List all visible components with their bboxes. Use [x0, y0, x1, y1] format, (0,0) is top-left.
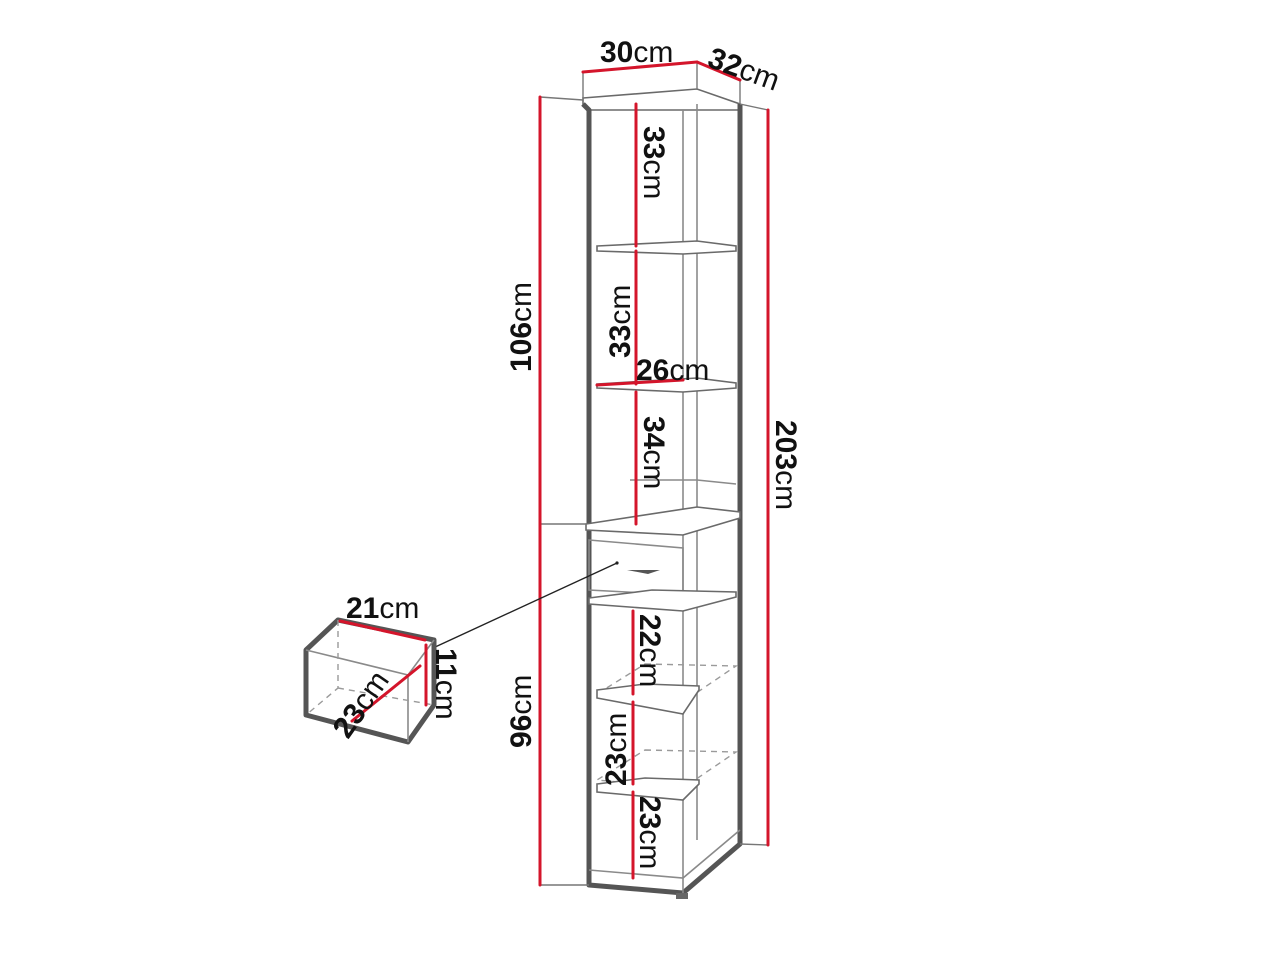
label-top-width: 30cm [600, 36, 673, 69]
lower-shelf-1 [588, 589, 737, 612]
upper-back-line [696, 479, 737, 485]
dim-line-shelf-depth [595, 378, 685, 387]
mid-divider [585, 506, 741, 536]
cabinet-top-cap [582, 88, 741, 111]
label-drawer-depth: 23cm [327, 665, 396, 744]
label-shelf-depth: 26cm [636, 354, 709, 387]
dim-line-top-depth [695, 60, 742, 82]
cabinet [581, 88, 743, 899]
label-upper-height: 106cm [505, 282, 538, 372]
label-shelf-6: 23cm [633, 796, 666, 869]
extension-lines [539, 62, 769, 886]
upper-shelf-2 [596, 377, 737, 393]
label-total-height: 203cm [769, 420, 802, 510]
upper-shelf-1 [596, 240, 737, 255]
dim-line-drawer-depth [350, 664, 422, 723]
drawer-leader-line [432, 562, 618, 649]
drawer-leader-dot [615, 561, 619, 565]
label-drawer-height: 11cm [429, 648, 462, 720]
label-shelf-3: 34cm [637, 416, 670, 489]
lower-shelf-2 [596, 683, 700, 715]
drawer-front [588, 539, 684, 596]
label-drawer-width: 21cm [346, 592, 419, 625]
label-shelf-5: 23cm [600, 713, 633, 786]
drawer-box-dashed [305, 620, 435, 716]
drawer-handle [627, 570, 660, 574]
dim-line-drawer-width [338, 619, 427, 642]
cabinet-outline [581, 102, 743, 896]
dimension-lines [538, 60, 770, 887]
lower-shelf-3 [596, 777, 700, 801]
cabinet-base [588, 829, 741, 879]
label-shelf-2: 33cm [604, 285, 637, 358]
label-shelf-1: 33cm [637, 126, 670, 199]
drawer-detail [303, 561, 619, 745]
cabinet-foot [676, 893, 688, 899]
dim-line-top-width [581, 60, 699, 74]
label-top-depth: 32cm [704, 42, 784, 98]
label-shelf-4: 22cm [633, 614, 666, 687]
label-lower-height: 96cm [505, 675, 538, 748]
dimension-labels: 30cm 32cm 106cm 96cm 203cm 33cm 33cm 26c… [327, 36, 802, 869]
